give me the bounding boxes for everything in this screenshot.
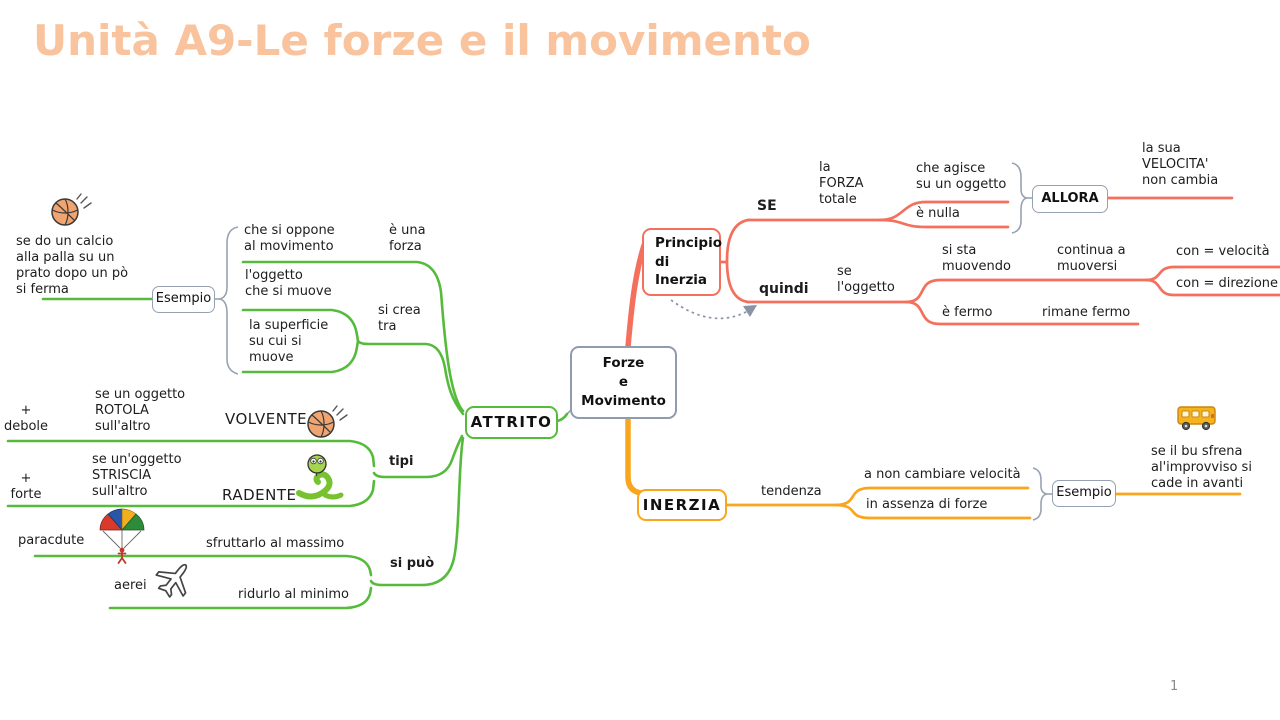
label-quindi: quindi [759,281,809,297]
line-e-nulla [878,218,1010,229]
page-number: 1 [1170,679,1179,694]
basketball-icon [304,402,350,446]
label-velocita-non-cambia: la sua VELOCITA' non cambia [1142,141,1219,189]
dotted-arrow-head [743,305,757,317]
trunk-inerzia [625,417,644,496]
label-assenza-forze: in assenza di forze [866,497,988,512]
label-forza-totale: la FORZA totale [819,160,864,208]
label-che-si-oppone: che si oppone al movimento [244,223,335,255]
node-inerzia: INERZIA [637,489,727,521]
line-ridurlo [108,586,373,610]
line-superficie [241,339,360,374]
brace-esempio-left [217,226,239,375]
label-e-fermo: è fermo [942,305,993,320]
snake-icon [291,449,351,508]
line-si-crea-tra [356,339,465,416]
label-e-una-forza: è una forza [389,223,426,255]
label-oggetto-che-si-muove: l'oggetto che si muove [245,268,332,300]
label-con-velocita: con = velocità [1176,244,1270,259]
line-radente [6,479,376,508]
parachute-icon [95,506,150,572]
slide-title: Unità A9-Le forze e il movimento [33,16,811,65]
airplane-icon [150,556,198,608]
label-continua-a-muoversi: continua a muoversi [1057,243,1126,275]
label-tipi: tipi [389,454,414,469]
node-attrito: ATTRITO [465,406,558,439]
label-paracadute: paracdute [18,533,85,548]
label-piu-forte: + forte [10,471,42,503]
basketball-icon [48,190,94,234]
line-volvente [6,439,376,468]
dotted-arrow [670,299,757,320]
bus-icon [1175,402,1219,438]
node-principio-di-inerzia: Principio di Inerzia [642,228,722,296]
label-volvente-desc: se un oggetto ROTOLA sull'altro [95,387,186,435]
label-ridurlo: ridurlo al minimo [238,587,349,602]
brace-esempio-right [1032,467,1048,521]
label-si-puo: si può [390,556,435,571]
label-aerei: aerei [114,578,147,593]
attrito-center-link [555,412,569,423]
node-esempio-left: Esempio [152,286,215,313]
label-rimane-fermo: rimane fermo [1042,305,1131,320]
label-se: SE [757,198,777,214]
line-e-fermo [904,300,1140,326]
label-piu-debole: + debole [3,403,49,435]
node-esempio-right: Esempio [1052,480,1116,507]
line-e-una-forza [241,260,465,413]
label-con-direzione: con = direzione [1176,276,1279,291]
label-esempio-calcio: se do un calcio alla palla su un prato d… [16,234,129,298]
label-non-cambiare: a non cambiare velocità [864,467,1021,482]
principio-fork [725,218,750,304]
label-bus-esempio: se il bu sfrena al'improvviso si cade in… [1151,444,1252,492]
label-si-sta-muovendo: si sta muovendo [942,243,1011,275]
line-assenza-forze [833,503,1032,520]
line-tipi [372,434,464,479]
label-radente-desc: se un'oggetto STRISCIA sull'altro [92,452,182,500]
node-center: Forze e Movimento [570,346,677,419]
line-si-puo [369,436,465,587]
node-allora: ALLORA [1032,185,1108,213]
line-sfruttarlo [33,554,373,577]
line-con-direzione [1144,278,1280,297]
label-sfruttarlo: sfruttarlo al massimo [206,536,345,551]
line-oggetto [241,308,360,343]
label-si-crea-tra: si crea tra [378,303,421,335]
label-radente: RADENTE [222,486,297,504]
brace-allora [1011,162,1028,234]
label-tendenza: tendenza [761,484,822,499]
label-se-oggetto: se l'oggetto [837,264,895,296]
label-che-agisce: che agisce su un oggetto [916,161,1007,193]
line-si-sta-muovendo [904,278,1148,304]
dotted-arrow-curve [670,299,749,320]
label-volvente: VOLVENTE [225,410,308,428]
label-superficie: la superficie su cui si muove [249,318,329,366]
label-e-nulla: è nulla [916,206,960,221]
